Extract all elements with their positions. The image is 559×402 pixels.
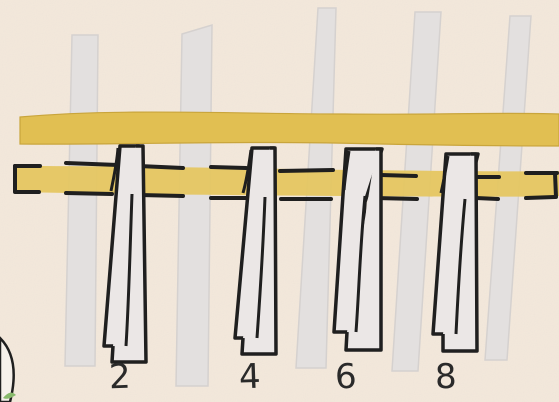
band-outline-seg-2 — [139, 166, 183, 168]
band-outline-seg-9 — [140, 195, 183, 196]
band-outline-seg-1 — [66, 163, 118, 165]
label-8: 8 — [434, 360, 457, 395]
warp-stick-2 — [176, 25, 212, 386]
label-2: 2 — [108, 360, 131, 395]
band-outline-seg-14 — [526, 197, 555, 198]
band-outline-seg-13 — [476, 198, 498, 199]
band-outline-seg-8 — [66, 193, 112, 194]
label-6: 6 — [334, 360, 357, 395]
band-outline-seg-5 — [381, 175, 416, 176]
band-outline-seg-4 — [280, 170, 333, 171]
band-outline-right-end — [555, 173, 556, 197]
label-4: 4 — [238, 360, 261, 395]
band-outline-seg-3 — [211, 167, 246, 168]
upper-weft-band — [20, 112, 559, 146]
